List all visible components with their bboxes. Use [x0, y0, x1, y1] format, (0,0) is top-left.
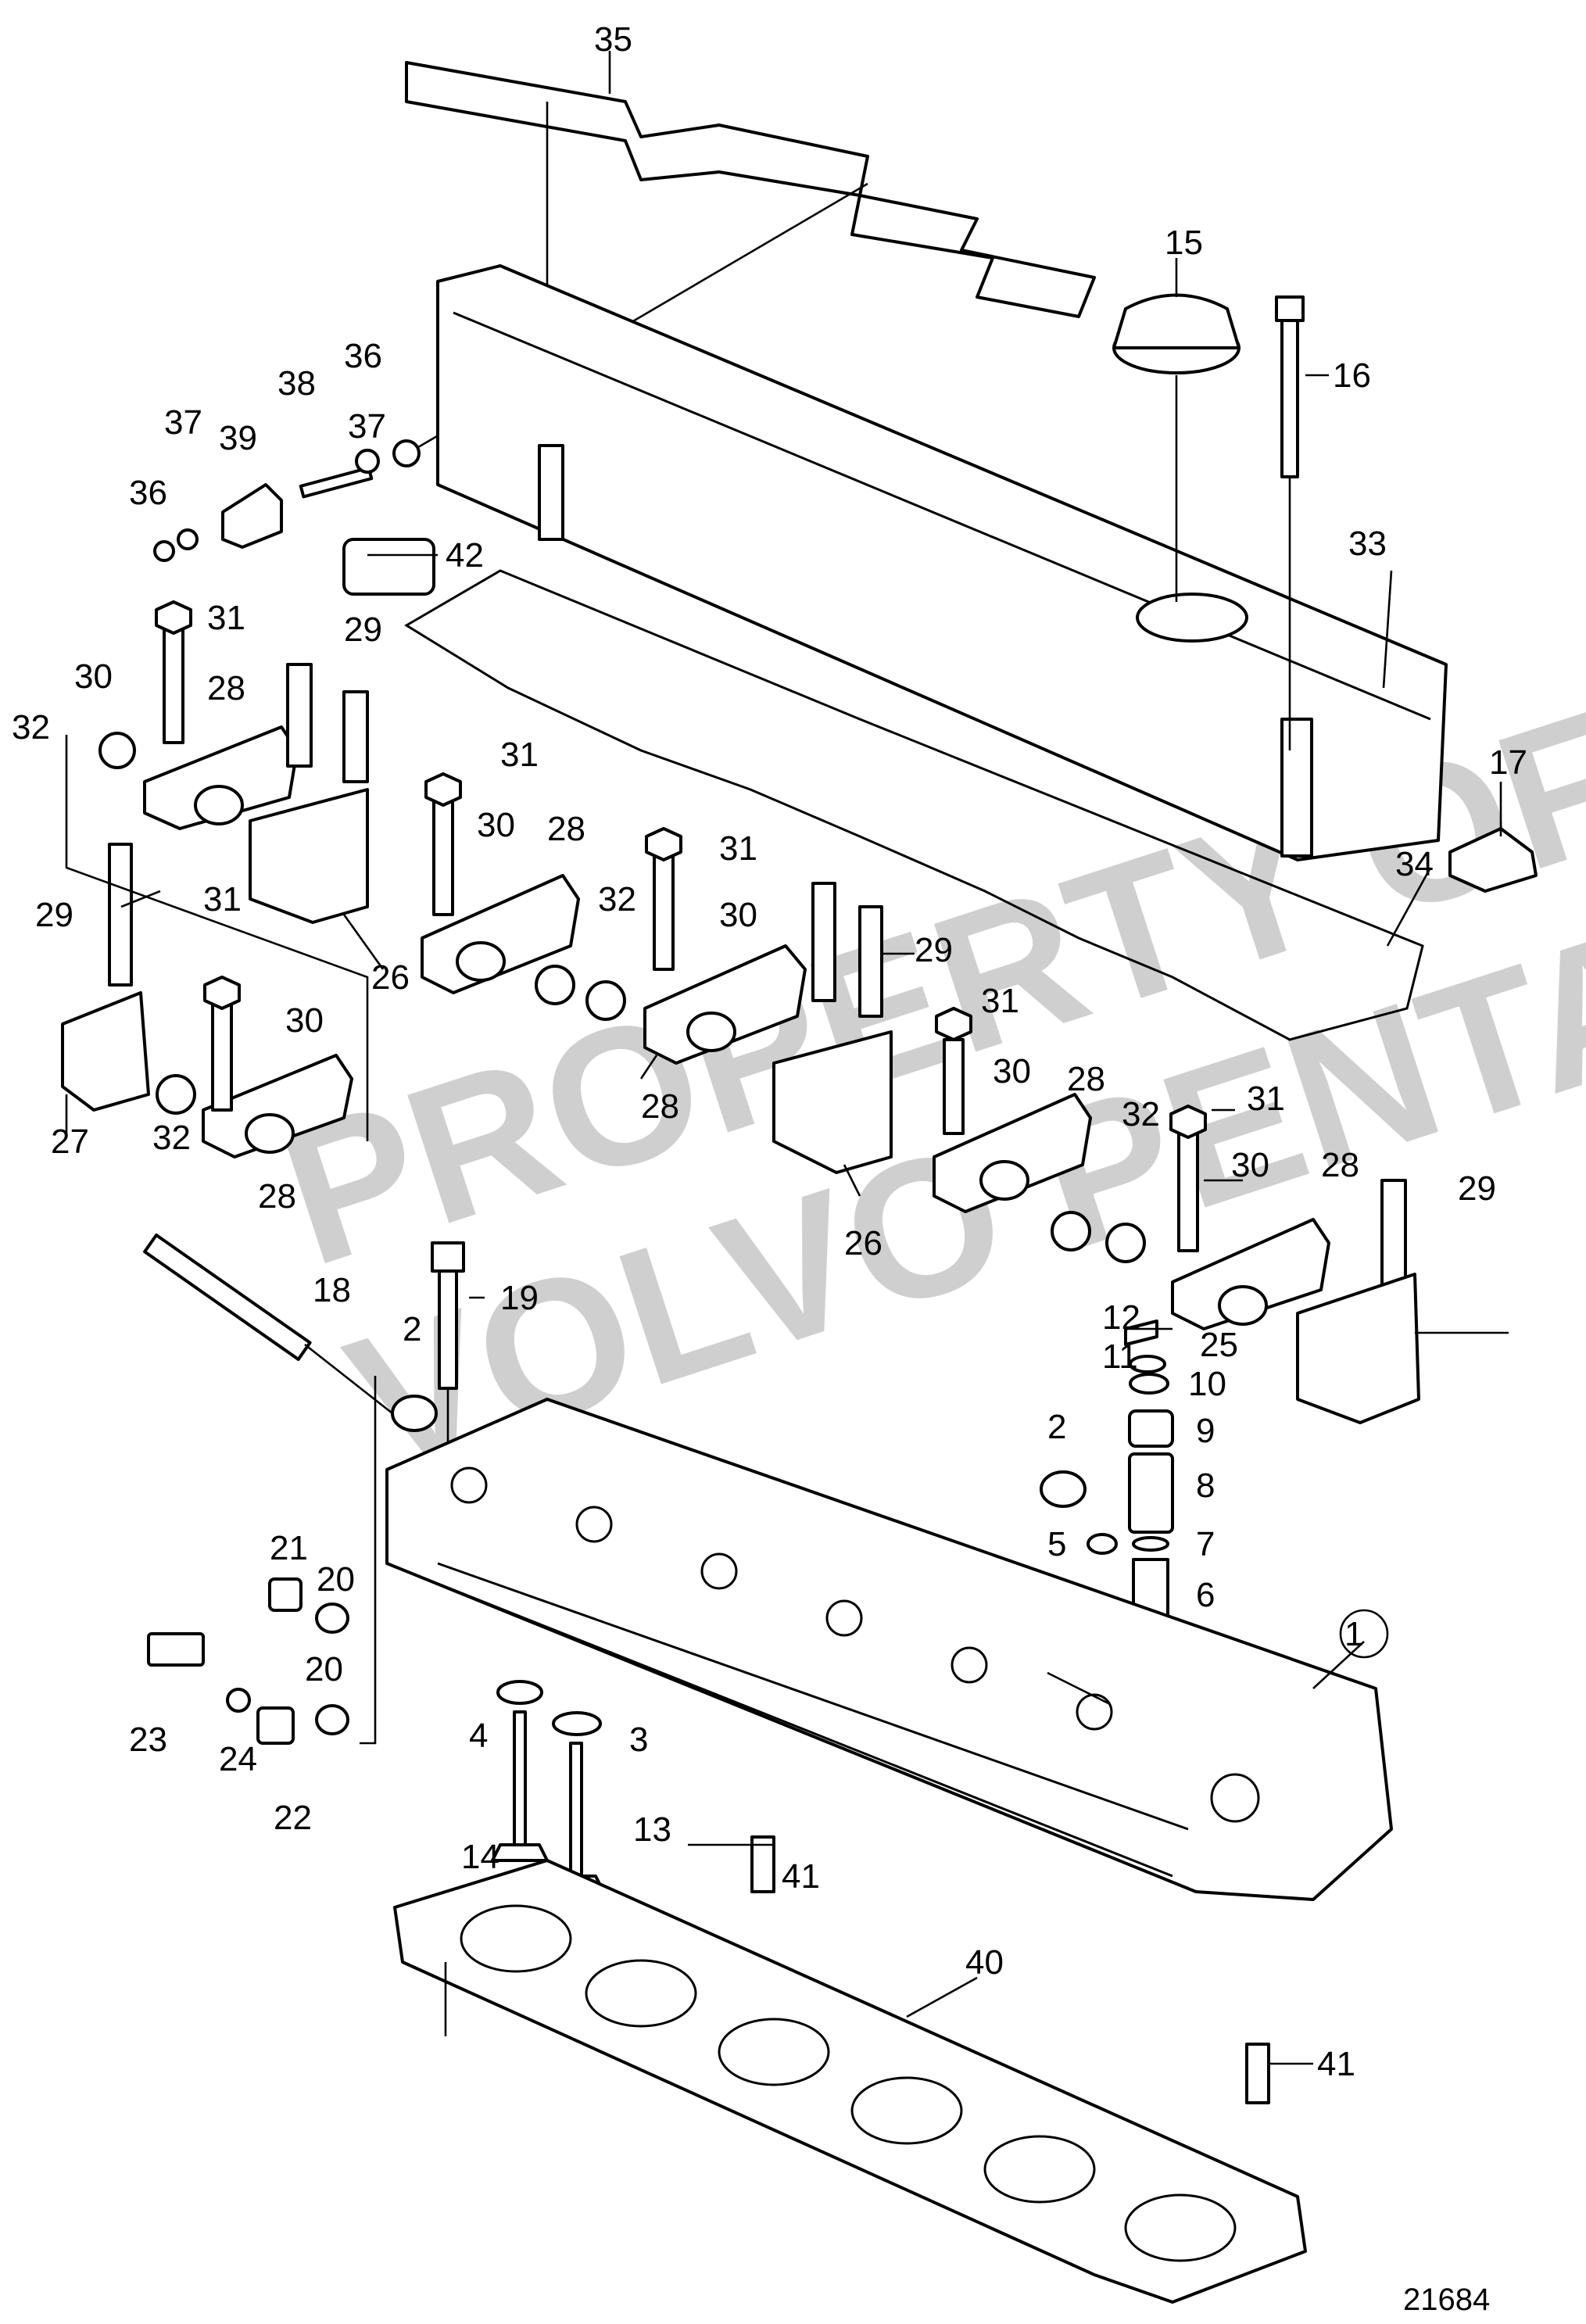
cylinder-head [385, 1398, 1393, 1901]
callout-17: 17 [1489, 743, 1527, 782]
callout-2-right: 2 [1047, 1408, 1066, 1446]
core-plug-1 [391, 1395, 438, 1432]
cover-bolt [1275, 295, 1305, 750]
callout-30-c: 30 [719, 896, 757, 934]
oil-filler-cap [1112, 293, 1241, 602]
callout-42: 42 [446, 536, 484, 575]
callout-28-f: 28 [258, 1177, 296, 1216]
callout-40: 40 [965, 1943, 1004, 1982]
callout-41-a: 41 [782, 1857, 820, 1896]
cylinder-head-ports [450, 1466, 1260, 1823]
valve-cover [436, 264, 1448, 861]
callout-29-d: 29 [1458, 1169, 1496, 1208]
callout-31-e: 31 [981, 982, 1019, 1020]
figure-id: 21684 [1403, 2283, 1490, 2317]
callout-8: 8 [1196, 1466, 1215, 1505]
callout-26-a: 26 [371, 958, 410, 997]
callout-35: 35 [594, 20, 632, 59]
callout-5: 5 [1047, 1525, 1066, 1563]
callout-32-a: 32 [12, 708, 50, 747]
callout-9: 9 [1196, 1412, 1215, 1450]
callout-36-left: 36 [129, 474, 167, 512]
callout-circle-1 [1339, 1609, 1389, 1659]
callout-18: 18 [313, 1271, 351, 1309]
callout-32-d: 32 [152, 1119, 191, 1157]
callout-23: 23 [129, 1721, 167, 1759]
callout-28-c: 28 [1067, 1060, 1105, 1098]
callout-30-d: 30 [285, 1001, 324, 1040]
callout-10: 10 [1188, 1365, 1226, 1403]
valve-spring-stack [1087, 1320, 1174, 1639]
callout-39: 39 [219, 419, 257, 457]
callout-20-b: 20 [305, 1650, 343, 1688]
sensor-bracket-assembly [153, 439, 421, 562]
callout-11: 11 [1102, 1337, 1138, 1376]
callout-32-b: 32 [598, 880, 636, 918]
callout-19: 19 [500, 1279, 539, 1317]
callout-16: 16 [1333, 356, 1371, 395]
callout-28-a: 28 [207, 669, 245, 707]
callout-28-b: 28 [547, 810, 585, 848]
valve-cover-gasket [404, 569, 1424, 1041]
callout-1: 1 [1344, 1615, 1363, 1653]
rocker-group-5 [1169, 1105, 1420, 1424]
callout-30-b: 30 [477, 806, 515, 844]
grommet [342, 538, 435, 596]
callout-30-a: 30 [74, 657, 113, 696]
callout-7: 7 [1196, 1525, 1215, 1563]
callout-14: 14 [461, 1838, 499, 1876]
callout-32-c: 32 [1122, 1095, 1160, 1133]
callout-15: 15 [1165, 224, 1203, 262]
callout-20-a: 20 [317, 1560, 355, 1599]
callout-33: 33 [1348, 525, 1387, 563]
callout-36-top: 36 [344, 337, 382, 375]
head-gasket [393, 1859, 1307, 2304]
rocker-group-3 [643, 827, 893, 1174]
callout-34: 34 [1395, 845, 1434, 883]
callout-41-b: 41 [1317, 2045, 1355, 2083]
callout-24: 24 [219, 1740, 257, 1778]
leader-lines [65, 51, 1509, 2065]
callout-26-b: 26 [844, 1224, 883, 1262]
callout-29-c: 29 [915, 931, 953, 969]
callout-28-e: 28 [1321, 1146, 1359, 1184]
rocker-group-4 [933, 1007, 1146, 1263]
callout-27: 27 [51, 1123, 89, 1161]
callout-2-left: 2 [403, 1310, 421, 1348]
callout-31-c: 31 [719, 829, 757, 868]
head-gasket-bores [460, 1904, 1237, 2262]
callout-30-f: 30 [1231, 1146, 1269, 1184]
sensor-parts [147, 1577, 349, 1745]
rocker-group-2 [421, 772, 626, 1021]
callout-31-b: 31 [500, 736, 539, 774]
callout-37-left: 37 [164, 403, 202, 442]
callout-28-d: 28 [641, 1087, 679, 1126]
callout-4: 4 [469, 1717, 488, 1755]
rocker-group-6 [61, 843, 353, 1158]
callout-29-a: 29 [344, 611, 382, 649]
callout-12: 12 [1102, 1298, 1140, 1337]
core-plug-2 [1040, 1470, 1087, 1508]
callout-31-a: 31 [207, 599, 245, 637]
callout-38: 38 [277, 364, 316, 403]
callout-labels: 35 15 16 33 17 34 36 38 37 37 39 36 42 3… [12, 20, 1527, 2083]
callout-31-f: 31 [1247, 1080, 1285, 1118]
callout-13: 13 [633, 1810, 671, 1849]
callout-22: 22 [274, 1799, 312, 1837]
callout-25: 25 [1200, 1326, 1238, 1364]
callout-37-right: 37 [348, 407, 386, 446]
callout-31-d: 31 [203, 880, 242, 918]
callout-29-b: 29 [35, 896, 73, 934]
callout-21: 21 [270, 1529, 308, 1567]
rocker-group-1 [98, 600, 369, 924]
callout-30-e: 30 [993, 1052, 1031, 1090]
dowel-pin-1 [750, 1835, 775, 1893]
head-bolt [431, 1241, 465, 1470]
callout-3: 3 [629, 1721, 648, 1759]
dowel-pin-2 [1245, 2043, 1270, 2104]
callout-6: 6 [1196, 1576, 1215, 1614]
